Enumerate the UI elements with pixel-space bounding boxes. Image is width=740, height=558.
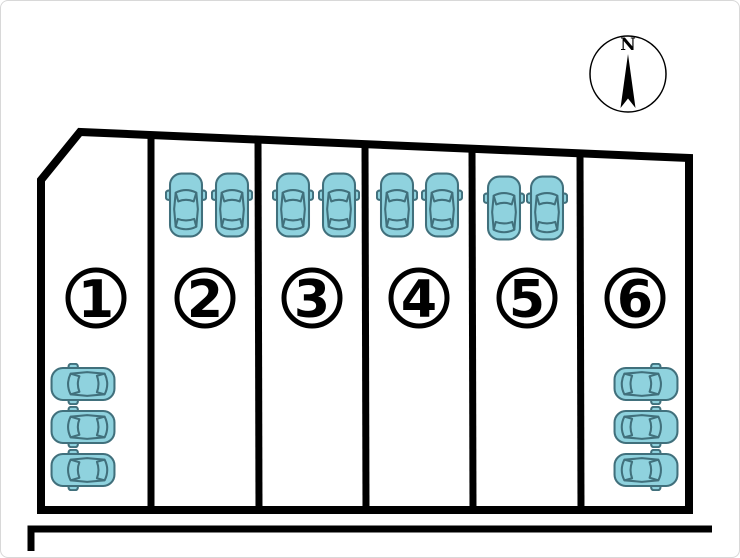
plot-number-text-2: 2	[187, 270, 223, 330]
plots-layer: 1 2 3 4 5 6	[50, 172, 679, 491]
boundary-outline	[37, 127, 693, 514]
car-icon	[613, 406, 679, 448]
car-icon	[376, 172, 418, 238]
car-icon	[272, 172, 314, 238]
lot-boundary	[27, 127, 712, 551]
plot-number-text-3: 3	[294, 270, 330, 330]
compass: N	[589, 35, 667, 113]
plot-number-circle-4	[388, 267, 450, 329]
car-icon	[50, 363, 116, 405]
plot-number-circle-2	[174, 267, 236, 329]
plot-1: 1	[50, 267, 127, 491]
plot-number-text-6: 6	[617, 270, 653, 330]
compass-needle-icon	[620, 54, 636, 108]
plot-number-circle-3	[281, 267, 343, 329]
car-icon	[50, 406, 116, 448]
compass-north-label: N	[620, 35, 636, 55]
car-icon	[613, 363, 679, 405]
plot-number-circle-5	[496, 267, 558, 329]
plot-number-text-5: 5	[509, 270, 545, 330]
plot-number-circle-6	[604, 267, 666, 329]
car-icon	[50, 449, 116, 491]
car-icon	[318, 172, 360, 238]
plot-5: 5	[483, 175, 568, 330]
plot-4: 4	[376, 172, 463, 330]
car-icon	[421, 172, 463, 238]
plot-2: 2	[165, 172, 253, 330]
divider-line-4	[468, 148, 477, 511]
plot-6: 6	[604, 267, 679, 491]
car-icon	[211, 172, 253, 238]
plot-3: 3	[272, 172, 360, 330]
divider-line-2	[254, 139, 263, 511]
car-icon	[483, 175, 525, 241]
car-icon	[165, 172, 207, 238]
car-icon	[613, 449, 679, 491]
divider-line-5	[576, 152, 585, 511]
road-edge-line	[27, 525, 712, 551]
car-icon	[526, 175, 568, 241]
plot-number-text-4: 4	[401, 270, 437, 330]
plot-number-circle-1	[65, 267, 127, 329]
plot-number-text-1: 1	[78, 270, 114, 330]
divider-line-3	[361, 143, 370, 511]
